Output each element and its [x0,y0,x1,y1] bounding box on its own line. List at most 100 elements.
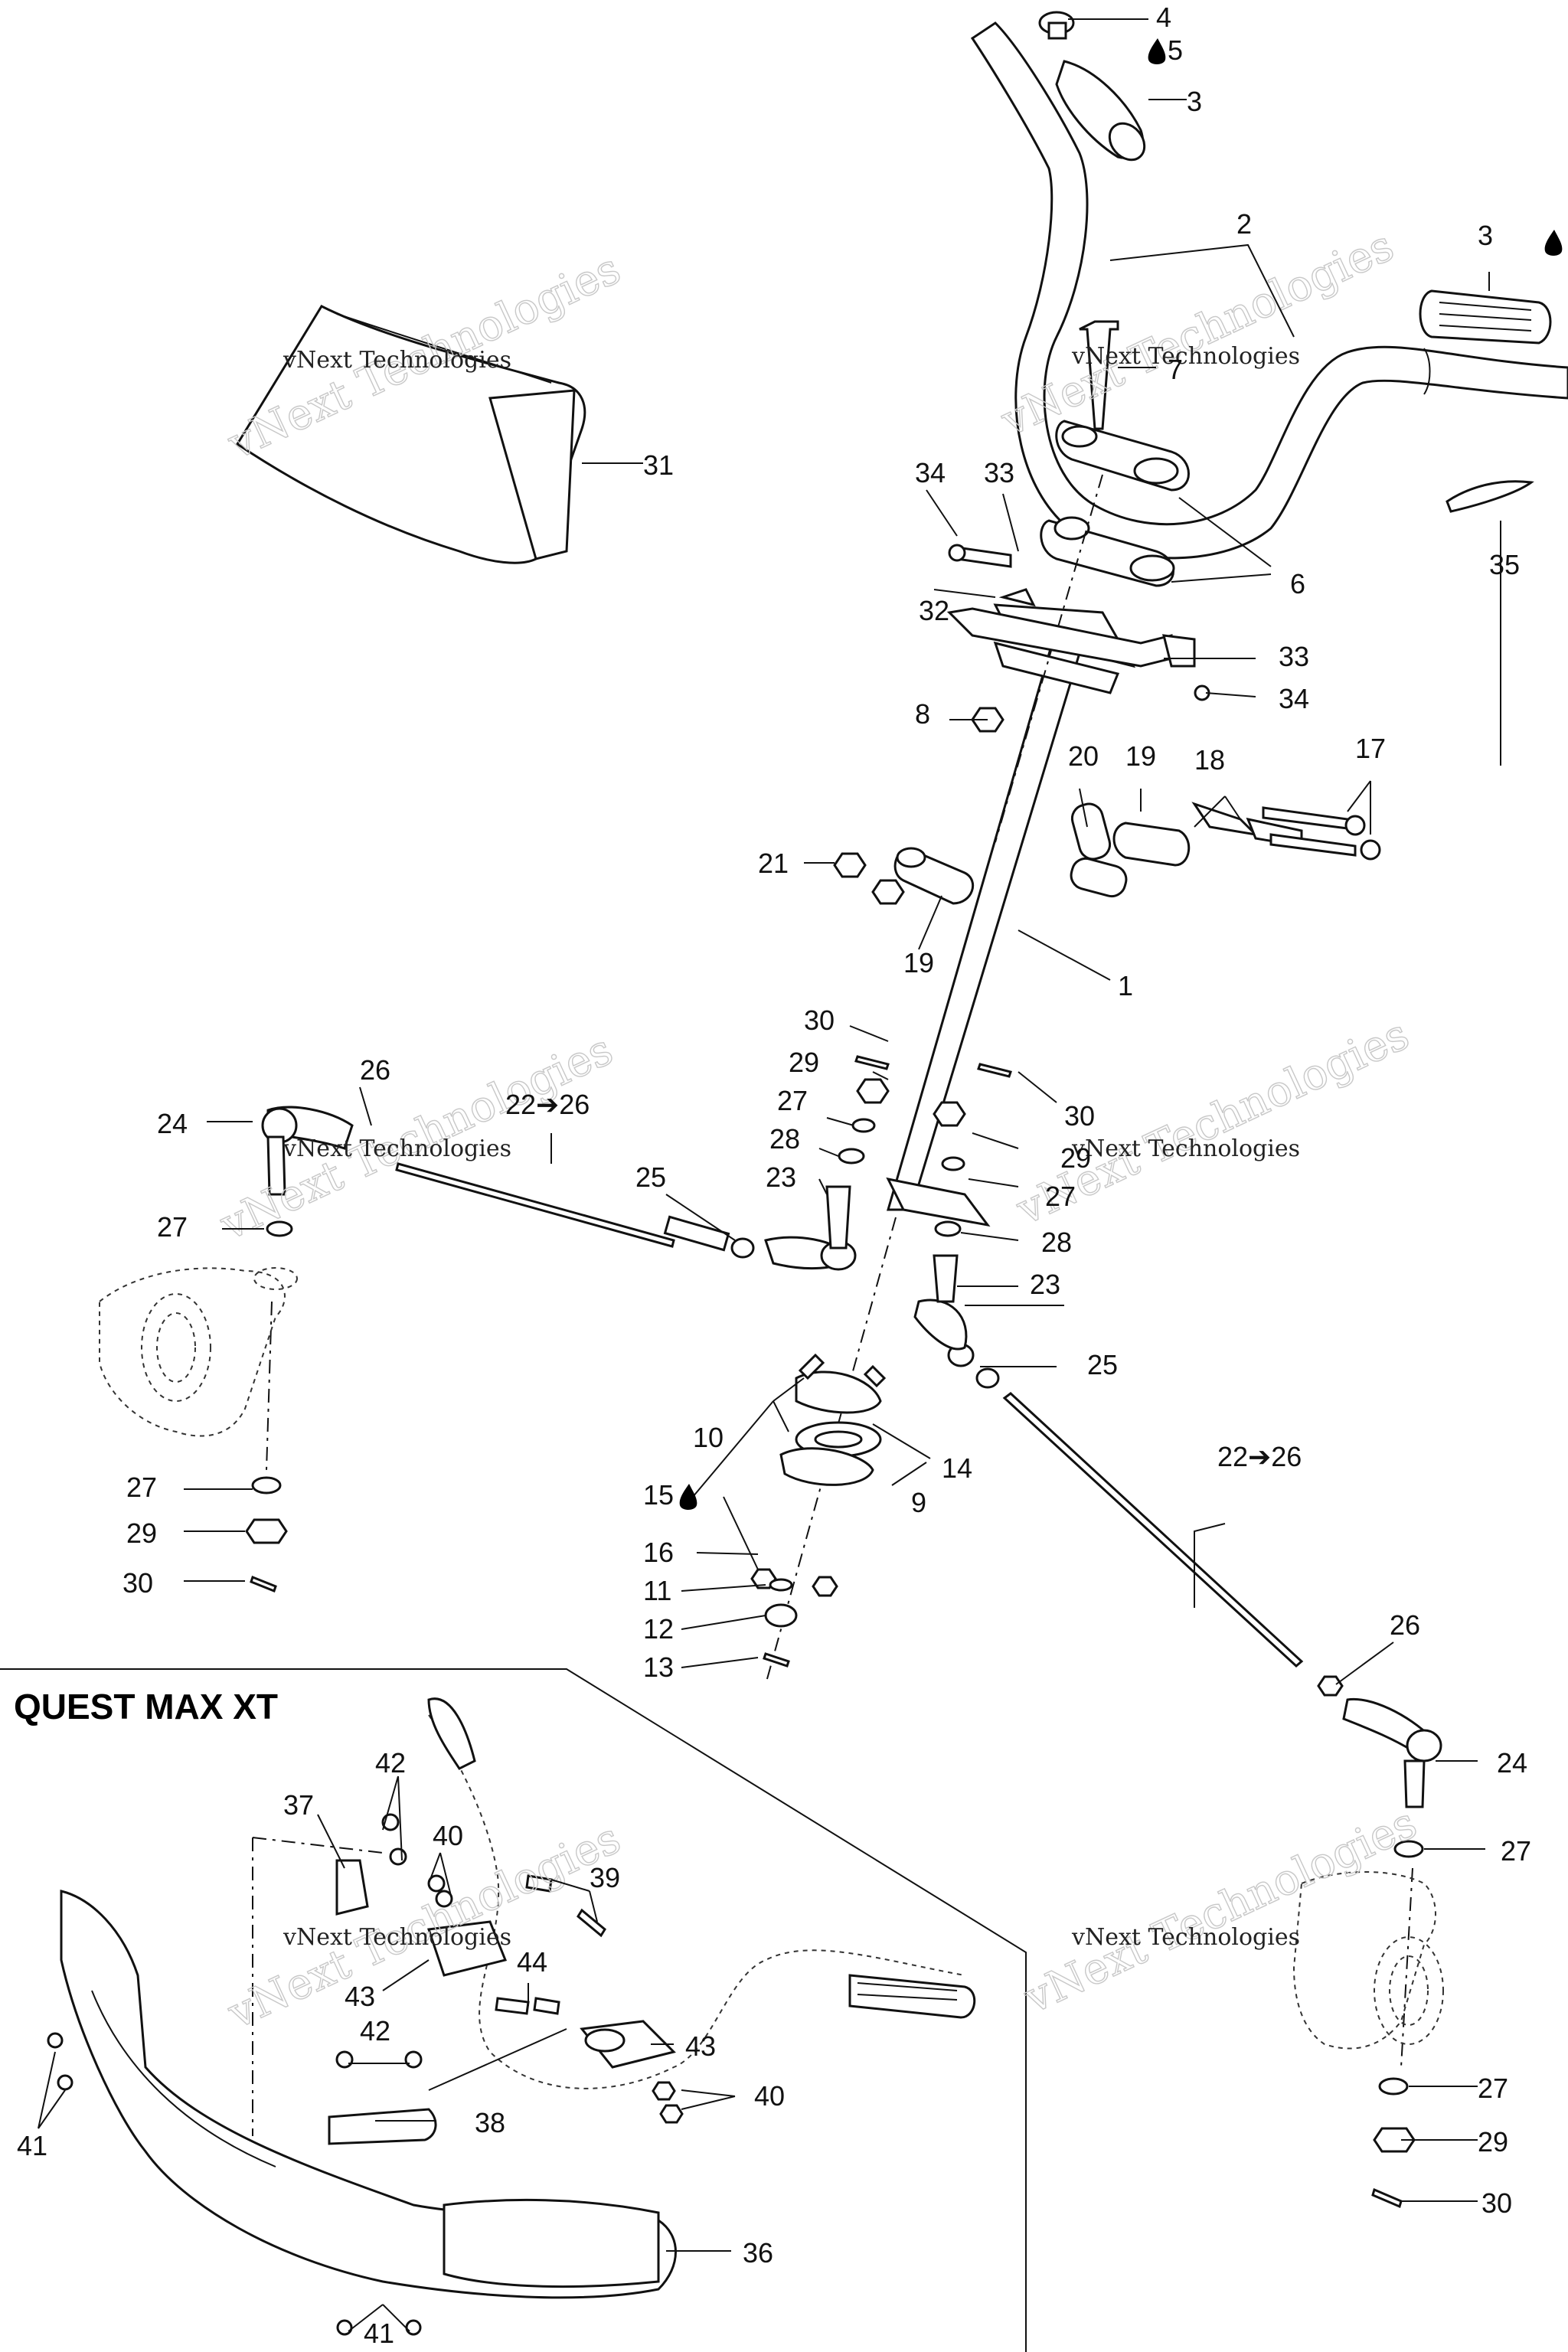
callout-27-right: 27 [1045,1181,1076,1212]
callout-30-lower-left: 30 [122,1567,153,1599]
callout-22-left: 22➔26 [505,1089,590,1120]
callout-42-top: 42 [375,1747,406,1779]
callout-31: 31 [643,449,674,481]
callout-27-left: 27 [157,1211,188,1243]
inset-title: QUEST MAX XT [14,1687,278,1726]
clamp-bolt [1079,320,1119,430]
grip-left [1419,289,1552,345]
callout-22-right: 22➔26 [1217,1441,1302,1472]
callout-18: 18 [1194,744,1225,776]
inset-handlebar [427,1697,976,2089]
callouts: 4 5 3 2 3 7 31 34 33 35 6 32 33 34 8 20 … [17,2,1563,2349]
callout-12: 12 [643,1613,674,1645]
quest-max-xt-inset: QUEST MAX XT [0,1668,1027,2352]
callout-19: 19 [903,947,934,978]
callout-25-right: 25 [1087,1349,1118,1380]
handguard [60,1890,677,2299]
callout-21: 21 [758,848,789,879]
tie-rod-end-right [1317,1675,1442,1808]
upper-clamp [1055,420,1190,492]
callout-29-right: 29 [1060,1142,1091,1174]
oil-drop-icon [1544,230,1563,256]
callout-41-left: 41 [17,2130,47,2161]
callout-39: 39 [590,1862,620,1893]
callout-16: 16 [643,1537,674,1568]
callout-4: 4 [1156,2,1171,33]
callout-3-left: 3 [1478,220,1493,251]
tie-rod-right [947,1343,1304,1668]
callout-24-left: 24 [157,1108,188,1139]
callout-35: 35 [1489,549,1520,580]
callout-27-center: 27 [777,1085,808,1116]
nut-21 [833,852,905,905]
callout-7: 7 [1168,354,1183,385]
callout-27-lower-right: 27 [1501,1835,1531,1867]
knuckle-right [1292,1871,1444,2050]
tie-rod-end-left [261,1106,354,1196]
oil-drop-icon [679,1484,697,1510]
callout-30-bottom-right: 30 [1481,2187,1512,2219]
callout-26-left: 26 [360,1054,390,1086]
callout-29-lower-left: 29 [126,1517,157,1549]
callout-40-bottom: 40 [754,2080,785,2112]
callout-26-right: 26 [1390,1609,1420,1641]
callout-25-left: 25 [635,1161,666,1193]
callout-20: 20 [1068,740,1099,772]
lower-clamp [1040,516,1175,587]
callout-29-bottom-right: 29 [1478,2126,1508,2158]
svg-text:vNext Technologies: vNext Technologies [1071,1924,1300,1951]
lower-bearing [750,1353,887,1668]
svg-text:vNext Technologies: vNext Technologies [1017,1798,1425,2024]
callout-40-top: 40 [433,1820,463,1851]
svg-text:vNext Technologies: vNext Technologies [283,347,511,374]
mounting-plate [946,607,1173,668]
callout-37: 37 [283,1789,314,1821]
center-fasteners [838,1055,1012,1237]
callout-9: 9 [911,1487,926,1518]
svg-text:vNext Technologies: vNext Technologies [283,1135,511,1162]
mount-37 [252,1837,508,2136]
callout-23-right: 23 [1030,1269,1060,1300]
inset-fasteners [47,1813,684,2124]
column-support [893,802,1303,905]
tie-rod-end-inner [764,1185,857,1271]
left-fasteners [245,1220,293,1592]
callout-33-top: 33 [984,457,1014,488]
svg-text:vNext Technologies: vNext Technologies [1071,343,1300,370]
callout-29-center: 29 [789,1047,819,1078]
tie-rod-left [395,1162,755,1259]
support-bolts [1262,806,1381,861]
callout-33: 33 [1279,641,1309,672]
cable-tie [1446,480,1534,513]
callout-2: 2 [1236,208,1252,240]
callout-41-bottom: 41 [364,2318,394,2349]
callout-24-right: 24 [1497,1747,1527,1779]
callout-38: 38 [475,2107,505,2138]
callout-13: 13 [643,1651,674,1683]
callout-8: 8 [915,698,930,730]
callout-11: 11 [643,1575,671,1606]
callout-15: 15 [643,1479,674,1511]
bar-end-cap [1038,11,1075,40]
callout-32: 32 [919,595,949,626]
callout-34: 34 [1279,683,1309,714]
callout-3-right: 3 [1187,86,1202,117]
callout-42-mid: 42 [360,2015,390,2047]
knuckle-left [99,1267,298,1437]
right-fasteners [1371,1840,1424,2209]
callout-36: 36 [743,2237,773,2269]
svg-text:vNext Technologies: vNext Technologies [1071,1135,1300,1162]
svg-text:vNext Technologies: vNext Technologies [283,1924,511,1951]
callout-30-right: 30 [1064,1100,1095,1132]
callout-23-center: 23 [766,1161,796,1193]
oil-drop-icon [1148,38,1166,64]
callout-6: 6 [1290,568,1305,599]
mount-43 [580,2020,676,2069]
callout-10: 10 [693,1422,724,1453]
callout-30-center: 30 [804,1004,835,1036]
grip-right [1055,60,1146,162]
callout-19-top: 19 [1125,740,1156,772]
callout-43-right: 43 [685,2030,716,2062]
windshield [235,305,586,564]
